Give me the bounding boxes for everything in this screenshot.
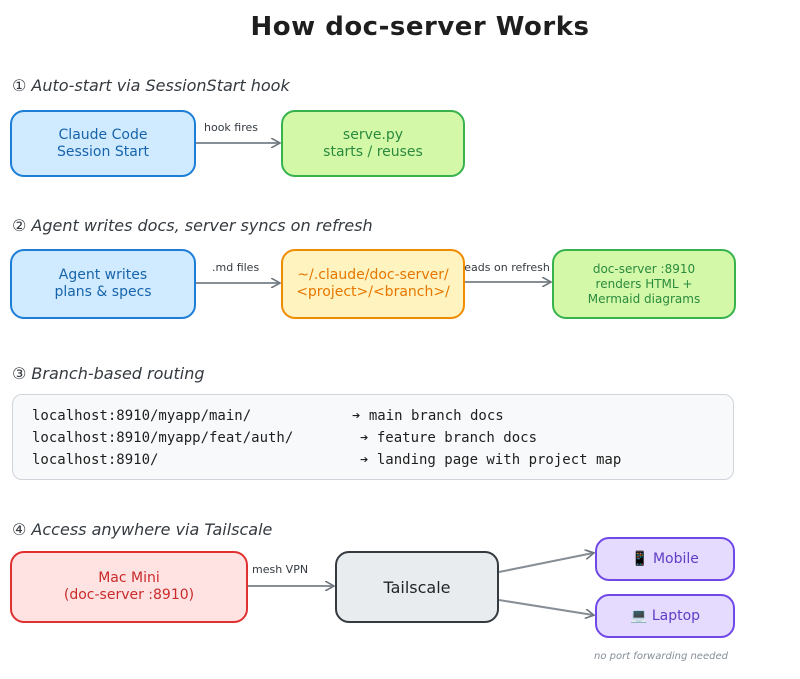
route-url-main: localhost:8910/myapp/main/ bbox=[32, 408, 252, 424]
step-1-heading: ① Auto-start via SessionStart hook bbox=[12, 76, 290, 95]
node-tailscale: Tailscale bbox=[335, 551, 499, 623]
footnote-no-port-forwarding: no port forwarding needed bbox=[594, 651, 728, 662]
edge-label-reads-on-refresh: reads on refresh bbox=[460, 261, 550, 274]
route-url-landing: localhost:8910/ bbox=[32, 452, 159, 468]
node-mobile: 📱 Mobile bbox=[595, 537, 735, 581]
route-desc-main: ➔ main branch docs bbox=[352, 408, 504, 424]
node-agent-writes: Agent writes plans & specs bbox=[10, 249, 196, 319]
step-3-heading: ③ Branch-based routing bbox=[12, 364, 205, 383]
route-desc-landing: ➔ landing page with project map bbox=[360, 452, 622, 468]
route-url-feature: localhost:8910/myapp/feat/auth/ bbox=[32, 430, 294, 446]
node-laptop: 💻 Laptop bbox=[595, 594, 735, 638]
node-doc-server: doc-server :8910 renders HTML + Mermaid … bbox=[552, 249, 736, 319]
arrow-to-laptop bbox=[498, 599, 593, 615]
routing-panel bbox=[12, 394, 734, 480]
route-desc-feature: ➔ feature branch docs bbox=[360, 430, 538, 446]
step-4-heading: ④ Access anywhere via Tailscale bbox=[12, 520, 273, 539]
node-doc-path: ~/.claude/doc-server/ <project>/<branch>… bbox=[281, 249, 465, 319]
edge-label-mesh-vpn: mesh VPN bbox=[252, 563, 309, 576]
node-serve-py: serve.py starts / reuses bbox=[281, 110, 465, 177]
node-claude-session-start: Claude Code Session Start bbox=[10, 110, 196, 177]
arrow-to-mobile bbox=[498, 553, 593, 573]
node-mac-mini: Mac Mini (doc-server :8910) bbox=[10, 551, 248, 623]
edge-label-hook-fires: hook fires bbox=[204, 121, 259, 134]
step-2-heading: ② Agent writes docs, server syncs on ref… bbox=[12, 216, 373, 235]
edge-label-md-files: .md files bbox=[212, 261, 260, 274]
diagram-title: How doc-server Works bbox=[250, 12, 590, 42]
